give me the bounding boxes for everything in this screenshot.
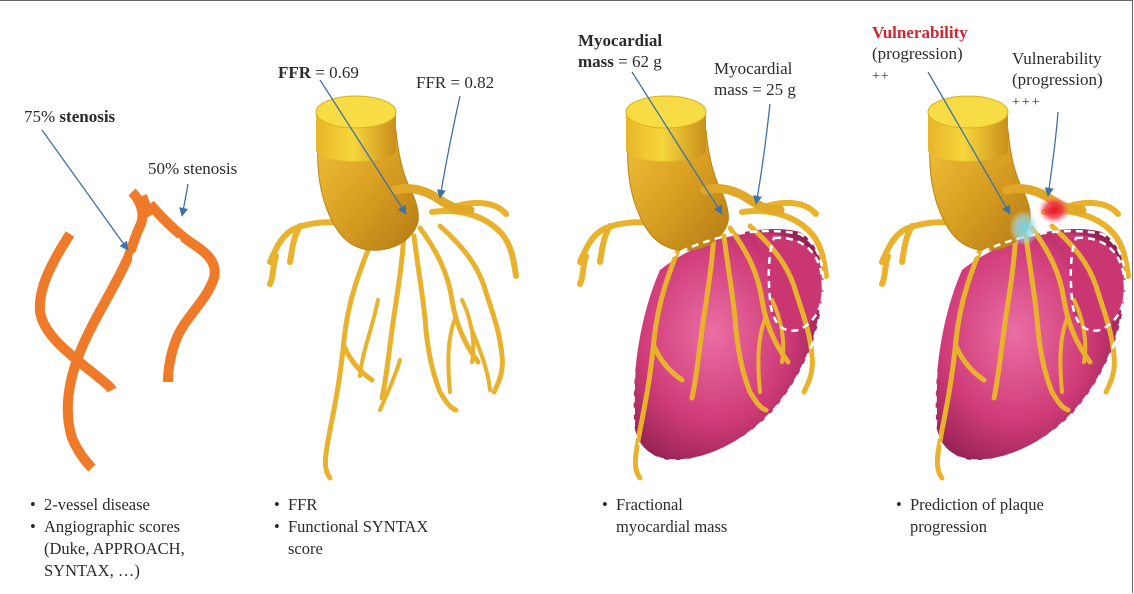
coronary-tree-ffr <box>270 96 516 478</box>
stenosis-75-label: 75% stenosis <box>24 106 115 127</box>
vulnerability-label-1: Vulnerability(progression)++ <box>872 22 968 87</box>
bullet-item: •FFR <box>274 494 504 516</box>
panel1-bullets: •2-vessel disease •Angiographic scores(D… <box>30 494 260 582</box>
bullet-item: •Angiographic scores(Duke, APPROACH,SYNT… <box>30 516 260 582</box>
stenosis-50-label: 50% stenosis <box>148 158 237 179</box>
angiography-schematic <box>40 192 215 468</box>
ffr-069-label: FFR = 0.69 <box>278 62 359 83</box>
ffr-082-label: FFR = 0.82 <box>416 72 494 93</box>
bullet-item: •2-vessel disease <box>30 494 260 516</box>
heart-myocardial-mass <box>580 96 826 478</box>
high-risk-plaque-marker <box>1038 196 1070 224</box>
low-risk-plaque-marker <box>1009 210 1039 246</box>
stenosis-arrows <box>42 130 188 250</box>
heart-vulnerability <box>882 96 1128 478</box>
vulnerability-label-2: Vulnerability(progression)+++ <box>1012 48 1103 113</box>
